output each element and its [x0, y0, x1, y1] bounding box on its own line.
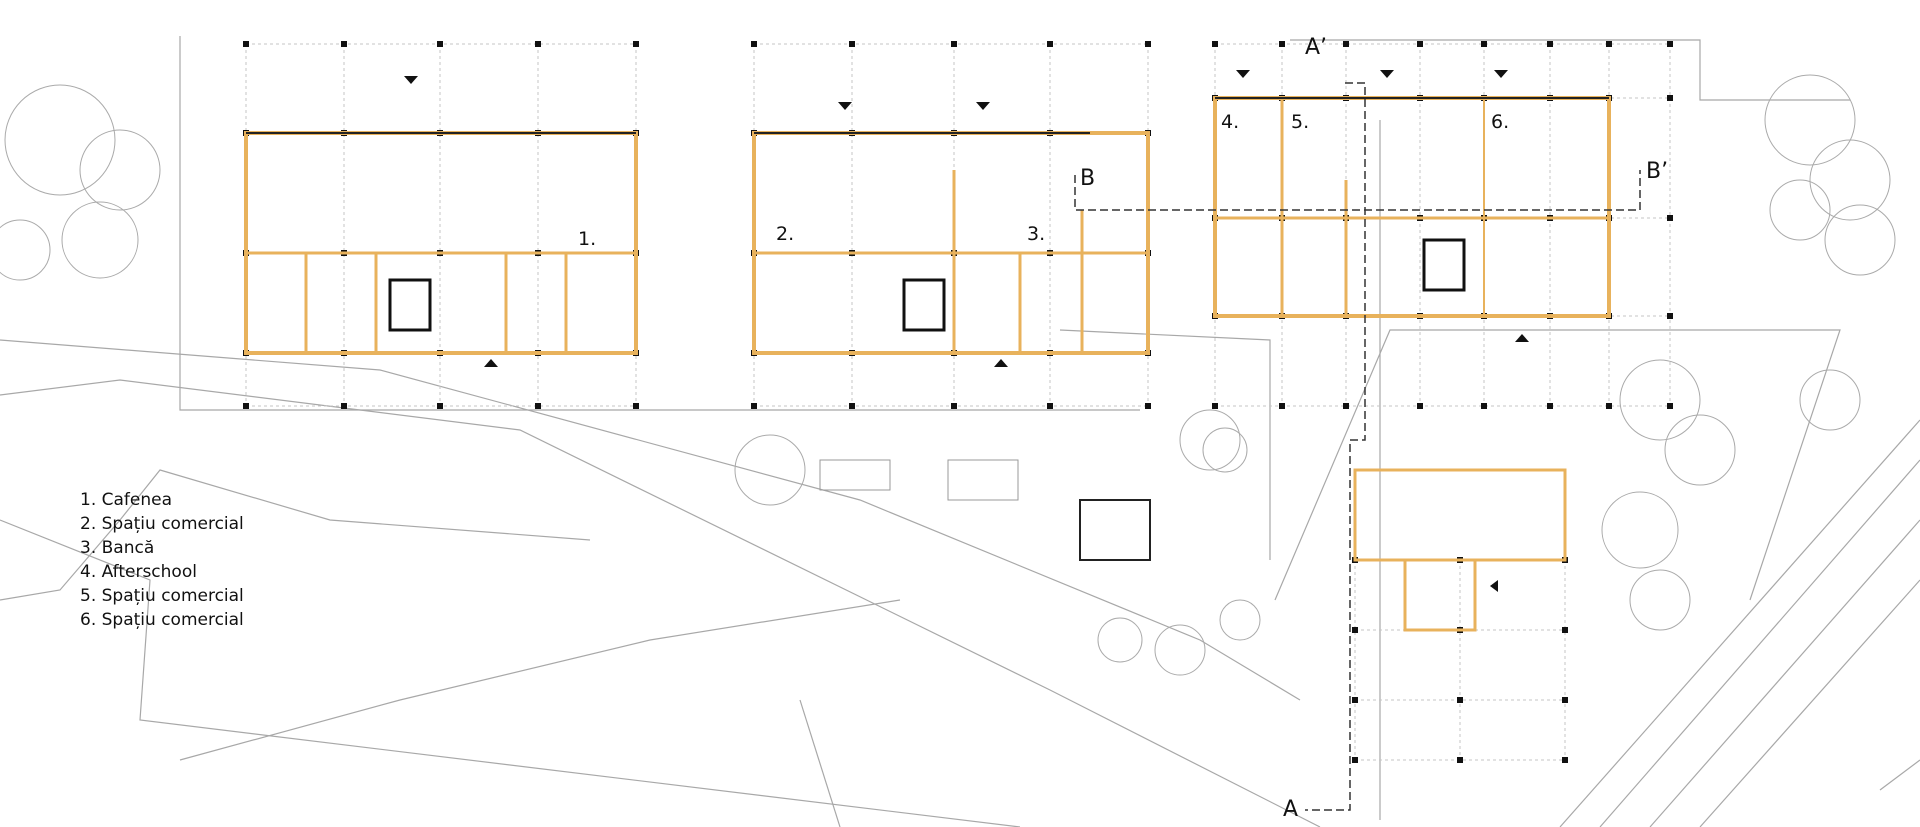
- column: [1417, 41, 1423, 47]
- column: [1667, 215, 1673, 221]
- column: [341, 403, 347, 409]
- column: [1352, 627, 1358, 633]
- column: [1047, 41, 1053, 47]
- structural-grid: [245, 43, 1671, 761]
- structural-columns: [243, 41, 1673, 763]
- section-lines: [1074, 82, 1641, 811]
- column: [1457, 757, 1463, 763]
- legend-item: 5. Spațiu comercial: [80, 586, 244, 606]
- column: [341, 41, 347, 47]
- column: [1481, 41, 1487, 47]
- column: [1457, 697, 1463, 703]
- legend-item: 2. Spațiu comercial: [80, 514, 244, 534]
- room-number-4: 4.: [1221, 111, 1239, 133]
- column: [1212, 403, 1218, 409]
- column: [1606, 41, 1612, 47]
- column: [1279, 403, 1285, 409]
- column: [1343, 41, 1349, 47]
- column: [1279, 41, 1285, 47]
- column: [1352, 757, 1358, 763]
- column: [1352, 697, 1358, 703]
- section-mark-a: A: [1283, 797, 1298, 822]
- room-number-6: 6.: [1491, 111, 1509, 133]
- column: [1562, 627, 1568, 633]
- column: [951, 41, 957, 47]
- building-2: [752, 131, 1150, 355]
- room-legend: 1. Cafenea 2. Spațiu comercial 3. Bancă …: [80, 488, 244, 632]
- column: [1212, 41, 1218, 47]
- column: [633, 41, 639, 47]
- column: [243, 403, 249, 409]
- column: [1417, 403, 1423, 409]
- room-number-5: 5.: [1291, 111, 1309, 133]
- column: [1547, 403, 1553, 409]
- column: [535, 41, 541, 47]
- column: [1547, 41, 1553, 47]
- legend-item: 1. Cafenea: [80, 490, 173, 510]
- legend-item: 6. Spațiu comercial: [80, 610, 244, 630]
- trees: [0, 74, 1896, 676]
- column: [437, 41, 443, 47]
- column: [1667, 41, 1673, 47]
- column: [243, 41, 249, 47]
- room-number-2: 2.: [776, 223, 794, 245]
- column: [1145, 403, 1151, 409]
- column: [849, 41, 855, 47]
- section-mark-b: B: [1080, 166, 1095, 191]
- building-3: [1213, 96, 1611, 318]
- column: [437, 403, 443, 409]
- column: [1145, 41, 1151, 47]
- column: [1562, 697, 1568, 703]
- section-mark-b-prime: B’: [1646, 159, 1668, 184]
- building-1: [244, 131, 638, 355]
- room-number-1: 1.: [578, 228, 596, 250]
- site-lines: [0, 36, 1920, 827]
- column: [849, 403, 855, 409]
- legend-item: 4. Afterschool: [80, 562, 197, 582]
- column: [535, 403, 541, 409]
- column: [1606, 403, 1612, 409]
- column: [1047, 403, 1053, 409]
- pavilion-wing: [819, 459, 1567, 632]
- column: [1667, 313, 1673, 319]
- column: [1481, 403, 1487, 409]
- room-number-3: 3.: [1027, 223, 1045, 245]
- column: [633, 403, 639, 409]
- column: [751, 41, 757, 47]
- column: [1667, 403, 1673, 409]
- column: [1667, 95, 1673, 101]
- column: [751, 403, 757, 409]
- section-mark-a-prime: A’: [1305, 35, 1327, 60]
- column: [1562, 757, 1568, 763]
- column: [951, 403, 957, 409]
- legend-item: 3. Bancă: [80, 538, 155, 558]
- column: [1343, 403, 1349, 409]
- entrance-markers: [404, 70, 1529, 592]
